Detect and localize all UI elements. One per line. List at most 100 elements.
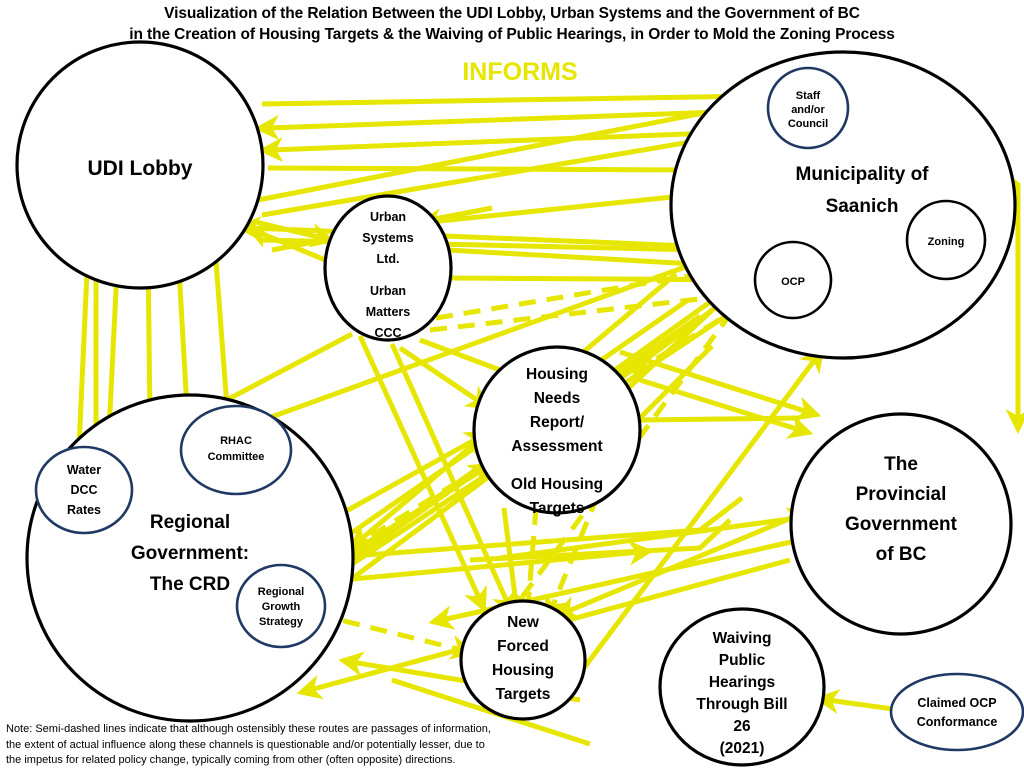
node-ocp[interactable]: OCP [753,240,833,320]
node-waiving-label-2: Public [719,652,766,669]
node-housing-needs-shape[interactable] [472,345,642,515]
node-udi-lobby[interactable]: UDI Lobby [15,40,265,290]
edge-urban-to-housing-2 [398,345,492,410]
edge-udi-to-saanich-d [267,165,701,173]
edge-newtargets-to-saanich [557,346,825,702]
node-regional-growth-strategy-label-2: Growth [262,601,301,613]
node-new-forced-housing-targets-label-4: Targets [496,686,551,703]
node-crd-label-1: Regional [150,512,230,533]
node-staff-council-label-2: and/or [791,104,825,116]
node-waiving-label-4: Through Bill [696,696,787,713]
title-line-2: in the Creation of Housing Targets & the… [129,26,895,43]
title-line-1: Visualization of the Relation Between th… [164,5,860,22]
edge-dashed-housing-to-newtargets [516,507,542,620]
footnote: Note: Semi-dashed lines indicate that al… [6,722,526,769]
edges-layer [75,89,1024,747]
edge-urban-to-newtargets-2 [357,334,487,613]
node-staff-council[interactable]: Staff and/or Council [766,66,850,150]
node-new-forced-housing-targets-label-2: Forced [497,638,549,655]
node-urban-systems-label-6: Matters [366,305,411,319]
node-ocp-label: OCP [781,276,805,288]
edge-staff-to-udi-a [261,93,759,107]
footnote-line-3: the impetus for related policy change, t… [6,754,456,766]
edge-housing-to-province-2 [619,349,822,421]
node-ocp-shape[interactable] [753,240,833,320]
node-urban-systems[interactable]: Urban Systems Ltd. Urban Matters CCC [323,194,453,342]
node-provincial-government[interactable]: The Provincial Government of BC [789,412,1013,636]
node-claimed-ocp-label-1: Claimed OCP [917,696,996,710]
node-housing-needs-label-6: Old Housing [511,476,603,493]
node-udi-lobby-label: UDI Lobby [88,157,193,180]
edge-saanich-to-rhac [238,263,689,433]
node-housing-needs[interactable]: Housing Needs Report/ Assessment Old Hou… [472,345,642,517]
node-claimed-ocp-conformance[interactable]: Claimed OCP Conformance [889,672,1024,752]
node-urban-systems-label-7: CCC [374,326,401,340]
node-regional-growth-strategy-label-3: Strategy [259,616,304,628]
edge-crd-to-housing [328,431,491,523]
node-staff-council-shape[interactable] [766,66,850,150]
footnote-line-2: the extent of actual influence along the… [6,738,485,751]
footnote-line-1: Note: Semi-dashed lines indicate that al… [6,723,491,735]
edge-saanich-to-housing-2 [618,344,714,440]
node-urban-systems-shape[interactable] [323,194,453,342]
edge-dashed-housing-to-newtargets-2 [544,469,611,621]
edge-saanich-to-udi-mid [236,215,691,249]
node-water-dcc-rates-label-1: Water [67,463,101,477]
node-new-forced-housing-targets-shape[interactable] [459,599,587,721]
node-urban-systems-label-5: Urban [370,284,406,298]
node-claimed-ocp-conformance-shape[interactable] [889,672,1024,752]
edge-udi-to-rhac [212,247,240,434]
node-claimed-ocp-label-2: Conformance [917,715,998,729]
node-zoning[interactable]: Zoning [905,199,987,281]
node-provincial-government-label-4: of BC [876,544,927,565]
node-new-forced-housing-targets[interactable]: New Forced Housing Targets [459,599,587,721]
node-urban-systems-label-1: Urban [370,210,406,224]
node-municipality-saanich-label-1: Municipality of [796,164,930,185]
informs-legend-label: INFORMS [462,58,577,86]
edge-newtargets-to-province [499,507,812,561]
node-provincial-government-label-3: Government [845,514,958,535]
node-water-dcc-rates-label-3: Rates [67,503,101,517]
node-regional-growth-strategy-shape[interactable] [235,563,327,649]
node-waiving-public-hearings-shape[interactable] [658,607,826,767]
node-provincial-government-shape[interactable] [789,412,1013,636]
node-water-dcc-rates-shape[interactable] [34,445,134,535]
node-housing-needs-label-7: Targets [530,500,585,517]
node-waiving-label-1: Waiving [713,630,772,647]
node-zoning-shape[interactable] [905,199,987,281]
node-housing-needs-label-2: Needs [534,390,581,407]
node-housing-needs-label-1: Housing [526,366,588,383]
node-zoning-label: Zoning [928,236,965,248]
node-staff-council-label-3: Council [788,118,828,130]
node-crd-label-2: Government: [131,543,249,564]
edge-province-to-housing [639,415,801,423]
node-regional-growth-strategy-label-1: Regional [258,586,304,598]
edge-crd-to-province-rail [351,496,744,559]
edge-crd-to-province [299,540,654,587]
node-municipality-saanich-label-2: Saanich [826,196,899,217]
edge-claimed-to-waiving [814,689,901,714]
edge-urban-to-housing [419,337,501,373]
edge-dashed-rgs-to-newtargets [315,611,476,660]
node-urban-systems-label-3: Ltd. [377,252,400,266]
node-udi-lobby-shape[interactable] [15,40,265,290]
node-water-dcc-rates[interactable]: Water DCC Rates [34,445,134,535]
node-housing-needs-label-3: Report/ [530,414,585,431]
node-waiving-label-5: 26 [733,718,751,735]
node-rhac-committee[interactable]: RHAC Committee [179,404,293,496]
node-staff-council-label-1: Staff [796,90,821,102]
page-title: Visualization of the Relation Between th… [0,0,1024,45]
node-regional-growth-strategy[interactable]: Regional Growth Strategy [235,563,327,649]
node-urban-systems-label-2: Systems [362,231,413,245]
node-rhac-committee-label-1: RHAC [220,435,252,447]
node-new-forced-housing-targets-label-3: Housing [492,662,554,679]
node-rhac-committee-shape[interactable] [179,404,293,496]
edge-dashed-ocp-to-newtargets [483,288,751,650]
node-waiving-label-3: Hearings [709,674,775,691]
node-waiving-label-6: (2021) [720,740,765,757]
node-waiving-public-hearings[interactable]: Waiving Public Hearings Through Bill 26 … [658,607,826,767]
edge-crd-to-udi-up [75,236,100,471]
node-housing-needs-label-4: Assessment [511,438,602,455]
